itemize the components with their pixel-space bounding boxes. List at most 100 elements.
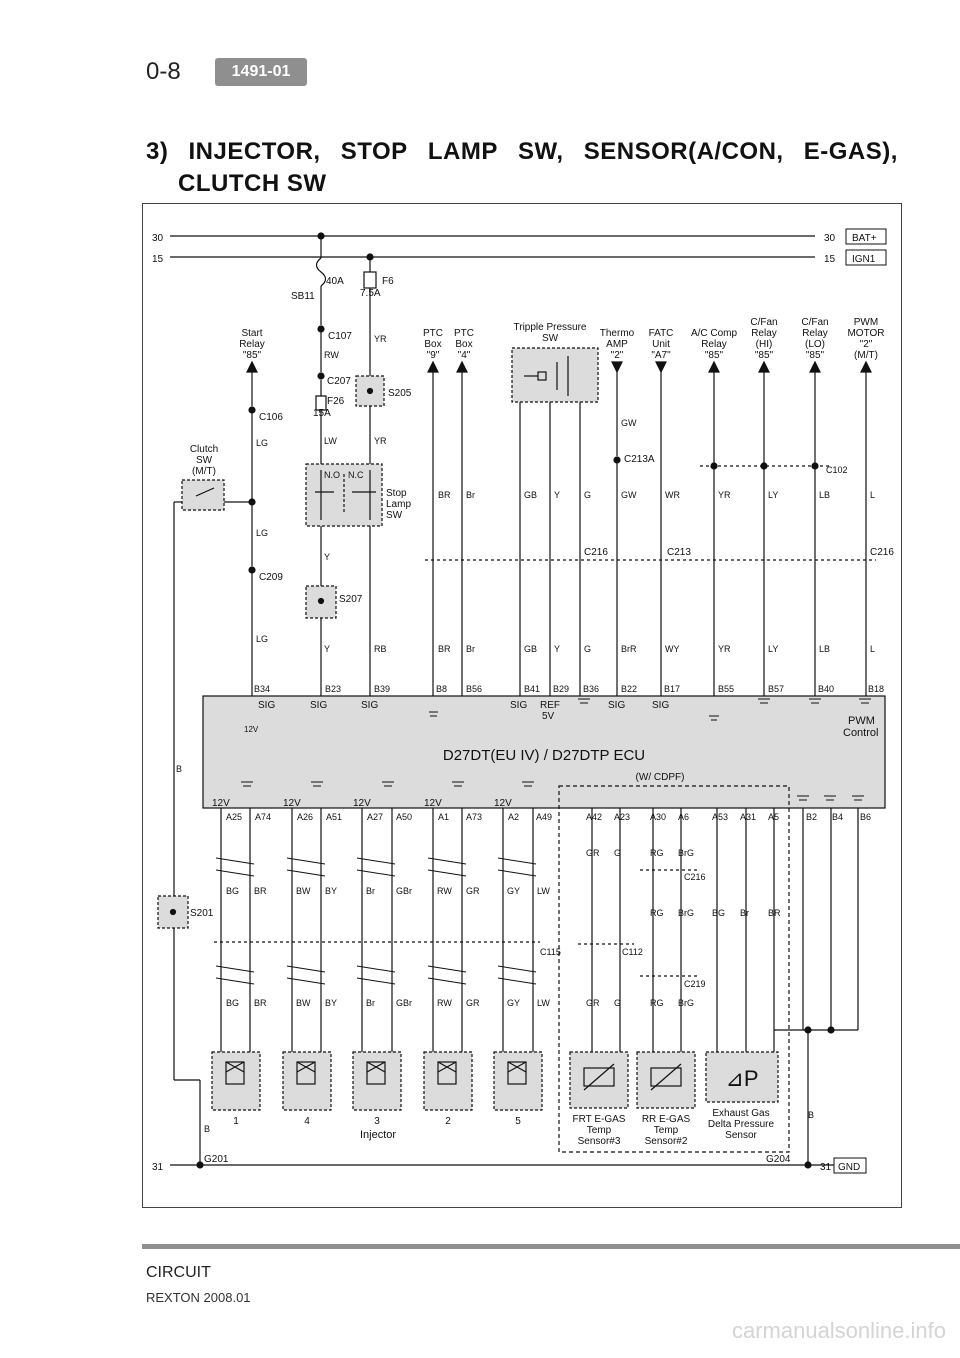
c102-label: C102 bbox=[826, 465, 848, 475]
delta-pressure-icon: ⊿P bbox=[725, 1066, 758, 1091]
c107-label: C107 bbox=[328, 331, 352, 342]
c115-label: C115 bbox=[540, 947, 561, 957]
ecu-pin: A53 bbox=[712, 812, 728, 822]
page-number: 0-8 bbox=[146, 58, 181, 85]
wire-color: GB bbox=[524, 644, 537, 654]
ecu-pin: B18 bbox=[868, 684, 884, 694]
wire-color: B bbox=[204, 1124, 210, 1134]
g201-label: G201 bbox=[204, 1154, 229, 1165]
s207-label: S207 bbox=[339, 594, 363, 605]
v12-label: 12V bbox=[283, 798, 301, 809]
contact-nc-label: N.C bbox=[348, 470, 364, 480]
wire-color: LG bbox=[256, 528, 268, 538]
c112-label: C112 bbox=[622, 947, 643, 957]
ecu-pin: A2 bbox=[508, 812, 519, 822]
wire-color: Y bbox=[324, 552, 330, 562]
c209-label: C209 bbox=[259, 572, 283, 583]
g204-label: G204 bbox=[766, 1154, 791, 1165]
sig-label: SIG bbox=[608, 700, 625, 711]
ecu-name: D27DT(EU IV) / D27DTP ECU bbox=[443, 747, 645, 764]
wire-color: BrG bbox=[678, 908, 694, 918]
rail-31-left: 31 bbox=[152, 1162, 164, 1173]
wire-color: Br bbox=[366, 998, 375, 1008]
f6-label: F6 bbox=[382, 276, 394, 287]
section-code-badge: 1491-01 bbox=[215, 58, 307, 86]
wire-color: LG bbox=[256, 634, 268, 644]
c213a-label: C213A bbox=[624, 454, 655, 465]
wire-color: RW bbox=[324, 350, 339, 360]
c216-label: C216 bbox=[684, 872, 706, 882]
wire-color: BY bbox=[325, 886, 337, 896]
wire-color: GW bbox=[621, 418, 637, 428]
c216-label: C216 bbox=[870, 547, 894, 558]
ecu-pin: B23 bbox=[325, 684, 341, 694]
wire-color: LB bbox=[819, 490, 830, 500]
ecu-pin: B2 bbox=[806, 812, 817, 822]
watermark: carmanualsonline.info bbox=[731, 1318, 946, 1343]
wire-color: RW bbox=[437, 998, 452, 1008]
wire-color: Br bbox=[740, 908, 749, 918]
v12-label: 12V bbox=[424, 798, 442, 809]
rail-15-right: 15 bbox=[824, 254, 836, 265]
s205-label: S205 bbox=[388, 388, 412, 399]
ecu-pin: B4 bbox=[832, 812, 843, 822]
ecu-pin: B34 bbox=[254, 684, 270, 694]
c219-label: C219 bbox=[684, 979, 706, 989]
wire-color: BR bbox=[438, 644, 451, 654]
sig-label: SIG bbox=[361, 700, 378, 711]
wire-color: GR bbox=[466, 886, 480, 896]
rail-15-left: 15 bbox=[152, 254, 164, 265]
title-word: E-GAS), bbox=[803, 138, 898, 165]
footer-subtitle: REXTON 2008.01 bbox=[146, 1290, 251, 1305]
wire-color: B bbox=[808, 1110, 814, 1120]
f26-label: F26 bbox=[327, 396, 345, 407]
wire-color: L bbox=[870, 644, 875, 654]
wire-color: WR bbox=[665, 490, 680, 500]
wire-color: YR bbox=[374, 436, 387, 446]
wire-color: BR bbox=[438, 490, 451, 500]
c106-label: C106 bbox=[259, 412, 283, 423]
ecu-pin: A6 bbox=[678, 812, 689, 822]
wire-color: LG bbox=[256, 438, 268, 448]
s201-label: S201 bbox=[190, 908, 214, 919]
wire-color: BG bbox=[226, 886, 239, 896]
ecu-pin: A1 bbox=[438, 812, 449, 822]
ecu-pin: A25 bbox=[226, 812, 242, 822]
ecu-pin: B6 bbox=[860, 812, 871, 822]
wire-color: RG bbox=[650, 848, 664, 858]
wire-color: RW bbox=[437, 886, 452, 896]
title-number: 3) bbox=[146, 138, 169, 165]
wire-color: YR bbox=[374, 334, 387, 344]
wire-color: BrR bbox=[621, 644, 637, 654]
ecu-pin: A27 bbox=[367, 812, 383, 822]
injector-number: 2 bbox=[445, 1116, 451, 1127]
v12-label: 12V bbox=[212, 798, 230, 809]
wire-color: Br bbox=[466, 644, 475, 654]
wire-color: Y bbox=[554, 490, 560, 500]
wire-color: BG bbox=[712, 908, 725, 918]
injector-number: 5 bbox=[515, 1116, 521, 1127]
c216-label: C216 bbox=[584, 547, 608, 558]
ecu-pin: B40 bbox=[818, 684, 834, 694]
wire-color: Y bbox=[324, 644, 330, 654]
sig-label: SIG bbox=[652, 700, 669, 711]
wire-color: G bbox=[614, 848, 621, 858]
title-word: SENSOR(A/CON, bbox=[583, 138, 784, 165]
ecu-pin: B36 bbox=[583, 684, 599, 694]
ecu-pin: A30 bbox=[650, 812, 666, 822]
wire-color: LY bbox=[768, 490, 778, 500]
v12-label: 12V bbox=[244, 725, 259, 734]
f26-rating: 15A bbox=[313, 408, 331, 419]
injector-number: 3 bbox=[374, 1116, 380, 1127]
wire-color: BG bbox=[226, 998, 239, 1008]
